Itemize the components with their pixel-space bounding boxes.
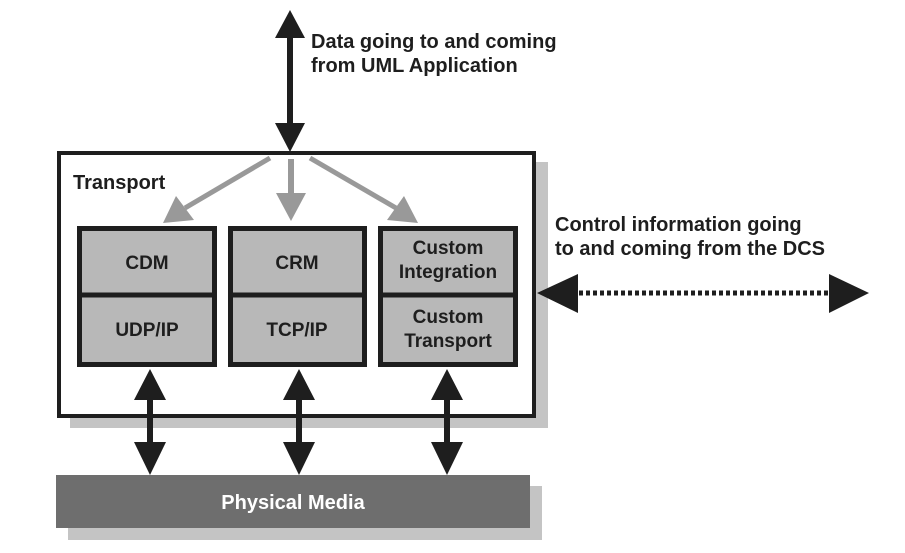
stack-upper-label: CDM bbox=[125, 253, 168, 274]
stack-lower-label: Custom bbox=[413, 307, 484, 328]
arrow-shaft bbox=[296, 398, 302, 444]
right-annotation-line1: Control information going bbox=[555, 214, 802, 236]
transport-label: Transport bbox=[73, 172, 166, 194]
gray-arrow-right-head bbox=[387, 196, 418, 223]
stack-lower-label: TCP/IP bbox=[266, 320, 328, 341]
physical-media-label: Physical Media bbox=[221, 492, 365, 514]
control-dotted-arrow bbox=[537, 274, 869, 313]
gray-arrow-right-shaft bbox=[308, 155, 398, 211]
gray-arrow-left-shaft bbox=[183, 155, 272, 211]
bottom-arrow-cdm bbox=[134, 369, 166, 475]
arrow-head-down bbox=[283, 442, 315, 475]
stack-lower-label: UDP/IP bbox=[115, 320, 179, 341]
arrow-head-up bbox=[431, 369, 463, 400]
arrow-head-up bbox=[134, 369, 166, 400]
bottom-arrow-crm bbox=[283, 369, 315, 475]
stack-crm: CRM TCP/IP bbox=[228, 226, 367, 367]
stack-cdm: CDM UDP/IP bbox=[77, 226, 217, 367]
right-annotation-line2: to and coming from the DCS bbox=[555, 238, 825, 260]
arrow-head-right bbox=[829, 274, 869, 313]
arrow-head-left bbox=[537, 274, 578, 313]
arrow-head-up bbox=[275, 10, 305, 38]
arrow-head-up bbox=[283, 369, 315, 400]
gray-arrow-center-head bbox=[276, 193, 306, 221]
gray-arrow-left-head bbox=[163, 196, 194, 223]
bottom-arrow-custom bbox=[431, 369, 463, 475]
arrow-shaft bbox=[287, 36, 293, 126]
arrow-head-down bbox=[431, 442, 463, 475]
stack-upper-label: Custom bbox=[413, 238, 484, 259]
physical-media-bar bbox=[56, 475, 530, 528]
top-bidirectional-arrow bbox=[275, 10, 305, 152]
arrow-shaft bbox=[444, 398, 450, 444]
arrow-head-down bbox=[275, 123, 305, 152]
stack-custom: Custom Integration Custom Transport bbox=[378, 226, 518, 367]
distribution-arrows bbox=[163, 155, 418, 223]
stack-lower-label: Transport bbox=[404, 331, 492, 352]
stack-upper-label: Integration bbox=[399, 262, 497, 283]
top-annotation-line2: from UML Application bbox=[311, 55, 518, 77]
stack-upper-label: CRM bbox=[275, 253, 318, 274]
top-annotation-line1: Data going to and coming bbox=[311, 31, 557, 53]
arrow-head-down bbox=[134, 442, 166, 475]
arrow-shaft bbox=[147, 398, 153, 444]
